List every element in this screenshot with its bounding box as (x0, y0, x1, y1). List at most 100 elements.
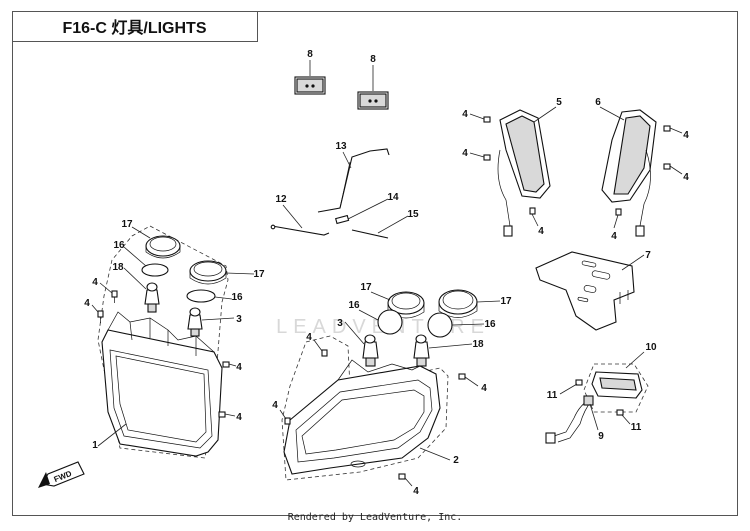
callout-16: 16 (484, 319, 496, 330)
callout-4: 4 (538, 226, 544, 237)
leader-line (123, 246, 147, 267)
leader-line (99, 282, 113, 294)
switch-right[interactable] (357, 91, 389, 110)
leader-line (533, 106, 557, 123)
group-outline-right (281, 335, 449, 481)
bulb-18-right[interactable] (413, 334, 430, 367)
leader-line (669, 165, 683, 175)
callout-4: 4 (236, 412, 242, 423)
bulb-3-right[interactable] (362, 334, 379, 367)
screw-left-3[interactable] (222, 361, 230, 368)
callout-4: 4 (272, 400, 278, 411)
leader-line (469, 152, 485, 158)
strap-15[interactable] (351, 229, 389, 239)
headlight-right[interactable] (283, 359, 441, 475)
leader-line (469, 113, 485, 120)
leader-line (91, 304, 99, 313)
screw-ts6-2[interactable] (663, 163, 671, 170)
leader-line (347, 198, 389, 220)
leader-line (589, 403, 599, 431)
callout-3: 3 (236, 314, 242, 325)
screw-right-1[interactable] (321, 349, 328, 357)
leader-line (559, 383, 578, 395)
leader-line (531, 213, 539, 227)
callout-11: 11 (547, 390, 558, 401)
callout-13: 13 (335, 141, 347, 152)
callout-16: 16 (231, 292, 243, 303)
screw-left-4[interactable] (218, 411, 226, 418)
callout-1: 1 (92, 440, 98, 451)
harness-9[interactable] (545, 395, 594, 444)
bulb-18-left[interactable] (144, 282, 160, 313)
screw-ts6-3[interactable] (615, 208, 622, 216)
leader-line (419, 447, 451, 461)
leader-line (358, 309, 379, 321)
leader-line (370, 291, 391, 301)
screw-right-2[interactable] (458, 373, 466, 380)
callout-4: 4 (683, 130, 689, 141)
screw-left-2[interactable] (97, 310, 104, 323)
screw-left-1[interactable] (111, 290, 118, 303)
callout-16: 16 (113, 240, 125, 251)
callout-16: 16 (348, 300, 360, 311)
callout-17: 17 (360, 282, 372, 293)
seal-16-right-right[interactable] (427, 312, 453, 338)
callout-6: 6 (595, 97, 601, 108)
leader-line (214, 296, 233, 300)
callout-4: 4 (92, 277, 98, 288)
switch-left[interactable] (294, 76, 326, 95)
leader-line (404, 477, 413, 487)
screw-right-4[interactable] (398, 473, 406, 480)
bracket-12[interactable] (270, 224, 330, 236)
bulb-3-left[interactable] (187, 307, 203, 337)
screw-right-3[interactable] (284, 417, 291, 425)
leader-line (377, 215, 409, 234)
seal-16-left-bottom[interactable] (186, 289, 216, 303)
callout-4: 4 (462, 148, 468, 159)
leader-line (225, 272, 255, 275)
leader-line (228, 363, 237, 367)
leader-line (625, 351, 645, 369)
leader-line (123, 267, 147, 290)
bulb-ring-17-left-top[interactable] (145, 235, 181, 259)
leader-line (131, 226, 151, 239)
leader-line (97, 423, 127, 447)
leader-line (669, 127, 683, 134)
leader-line (464, 376, 479, 387)
screw-lamp-1[interactable] (575, 379, 583, 386)
leader-line (279, 409, 287, 420)
leader-line (428, 343, 473, 349)
screw-lamp-2[interactable] (616, 409, 624, 416)
seal-16-right-left[interactable] (377, 309, 403, 335)
callout-18: 18 (112, 262, 124, 273)
callout-7: 7 (645, 250, 651, 261)
callout-8: 8 (307, 49, 313, 60)
callout-2: 2 (453, 455, 459, 466)
callout-4: 4 (481, 383, 487, 394)
callout-8: 8 (370, 54, 376, 65)
bulb-ring-17-left-bottom[interactable] (189, 260, 227, 285)
screw-ts6-1[interactable] (663, 125, 671, 132)
screw-ts5-2[interactable] (483, 154, 491, 161)
clip-14[interactable] (335, 214, 350, 225)
callout-10: 10 (645, 342, 657, 353)
callout-17: 17 (121, 219, 133, 230)
screw-ts5-3[interactable] (529, 207, 536, 215)
title-box: F16-C 灯具/LIGHTS (12, 11, 258, 42)
screw-ts5-1[interactable] (483, 116, 491, 123)
license-bracket-7[interactable] (535, 251, 635, 331)
page-title: F16-C 灯具/LIGHTS (62, 20, 207, 37)
callout-5: 5 (556, 97, 562, 108)
turn-signal-6[interactable] (601, 109, 657, 237)
seal-16-left-top[interactable] (141, 263, 169, 277)
group-outline-lamp (583, 363, 649, 413)
leader-line (476, 300, 501, 303)
license-lamp-10[interactable] (591, 371, 643, 399)
bracket-13[interactable] (317, 148, 390, 213)
leader-line (282, 204, 303, 229)
headlight-left[interactable] (101, 311, 223, 457)
callout-4: 4 (306, 332, 312, 343)
callout-17: 17 (500, 296, 512, 307)
turn-signal-5[interactable] (497, 109, 551, 237)
